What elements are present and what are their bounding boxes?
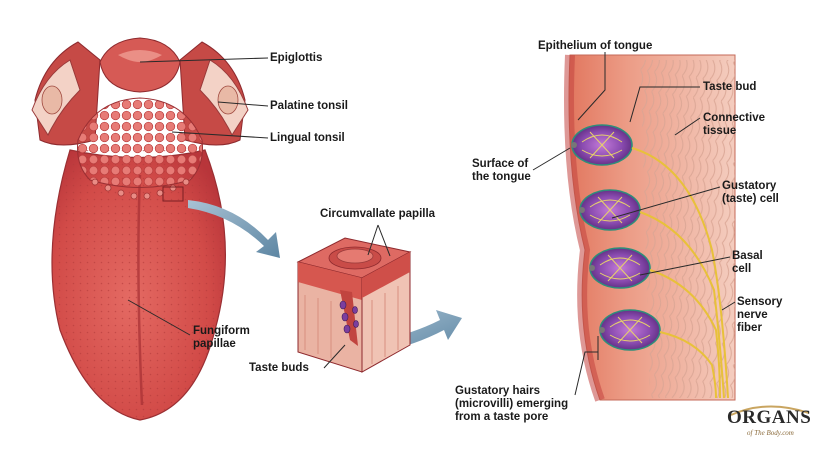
label-connective-tissue: Connective tissue: [703, 112, 765, 138]
label-taste-buds: Taste buds: [249, 362, 309, 375]
label-gustatory-hairs: Gustatory hairs (microvilli) emerging fr…: [455, 385, 568, 424]
label-epithelium-of-tongue: Epithelium of tongue: [538, 40, 652, 53]
label-palatine-tonsil: Palatine tonsil: [270, 100, 348, 113]
tongue-illustration: [30, 38, 250, 430]
logo-subtitle: of The Body.com: [747, 429, 794, 437]
taste-bud-3: [589, 248, 650, 288]
label-basal-cell: Basal cell: [732, 250, 763, 276]
taste-bud-2: [579, 190, 640, 230]
label-circumvallate-papilla: Circumvallate papilla: [320, 208, 435, 221]
circumvallate-block: [298, 238, 410, 372]
label-surface-of-the-tongue: Surface of the tongue: [472, 158, 531, 184]
label-epiglottis: Epiglottis: [270, 52, 322, 65]
taste-bud-1: [571, 125, 632, 165]
label-lingual-tonsil: Lingual tonsil: [270, 132, 345, 145]
label-taste-bud: Taste bud: [703, 81, 756, 94]
logo-word: ORGANS: [727, 407, 811, 429]
label-fungiform-papillae: Fungiform papillae: [193, 325, 250, 351]
tissue-section: [569, 55, 735, 400]
organs-of-the-body-logo: ORGANS of The Body.com: [727, 403, 813, 443]
taste-bud-4: [599, 310, 660, 350]
label-sensory-nerve-fiber: Sensory nerve fiber: [737, 296, 782, 335]
label-gustatory-cell: Gustatory (taste) cell: [722, 180, 779, 206]
